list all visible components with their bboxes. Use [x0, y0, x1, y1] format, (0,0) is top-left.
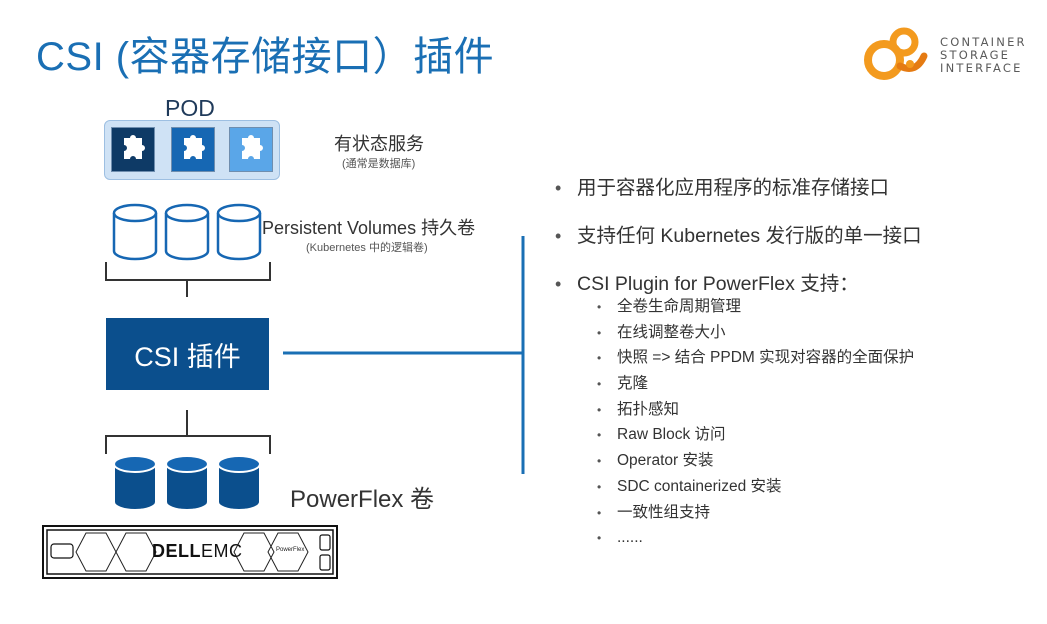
powerflex-volume-icon [217, 455, 261, 511]
logo-line-3: INTERFACE [940, 61, 1023, 75]
powerflex-volume-icon [113, 455, 157, 511]
puzzle-piece-icon [111, 127, 155, 172]
sub-bullet-item: 在线调整卷大小 [595, 322, 1033, 348]
sub-bullet-item: 拓扑感知 [595, 399, 1033, 425]
sub-bullet-item: ...... [595, 527, 1033, 553]
persistent-volumes-sub: (Kubernetes 中的逻辑卷) [306, 242, 428, 254]
sub-bullet-item: 全卷生命周期管理 [595, 296, 1033, 322]
slide-title: CSI (容器存储接口）插件 [36, 35, 495, 79]
bullet-item: 支持任何 Kubernetes 发行版的单一接口 [553, 224, 1033, 272]
csi-plugin-box: CSI 插件 [106, 318, 269, 390]
persistent-volume-icon [216, 203, 262, 261]
bullet-item: 用于容器化应用程序的标准存储接口 [553, 176, 1033, 224]
sub-bullet-list: 全卷生命周期管理 在线调整卷大小 快照 => 结合 PPDM 实现对容器的全面保… [553, 296, 1033, 553]
sub-bullet-item: 快照 => 结合 PPDM 实现对容器的全面保护 [595, 347, 1033, 373]
puzzle-piece-icon [229, 127, 273, 172]
logo-line-1: CONTAINER [940, 35, 1027, 49]
sub-bullet-item: Raw Block 访问 [595, 424, 1033, 450]
sub-bullet-item: Operator 安装 [595, 450, 1033, 476]
sub-bullet-item: SDC containerized 安装 [595, 476, 1033, 502]
stateful-service-label: 有状态服务 [334, 134, 424, 154]
csi-logo-icon [864, 27, 928, 80]
feature-list: 用于容器化应用程序的标准存储接口 支持任何 Kubernetes 发行版的单一接… [553, 176, 1033, 553]
persistent-volumes-label: Persistent Volumes 持久卷 [262, 218, 476, 238]
pod-label: POD [165, 95, 215, 121]
bullet-item: CSI Plugin for PowerFlex 支持： [553, 272, 1033, 320]
stateful-service-sub: (通常是数据库) [342, 158, 416, 170]
powerflex-server-icon [42, 525, 338, 579]
sub-bullet-item: 克隆 [595, 373, 1033, 399]
server-product-label: PowerFlex [276, 547, 305, 553]
powerflex-bracket [105, 410, 271, 454]
logo-line-2: STORAGE [940, 48, 1011, 62]
persistent-volume-icon [164, 203, 210, 261]
pod-container [104, 120, 280, 180]
sub-bullet-item: 一致性组支持 [595, 502, 1033, 528]
puzzle-piece-icon [171, 127, 215, 172]
powerflex-volume-icon [165, 455, 209, 511]
persistent-volume-icon [112, 203, 158, 261]
dellemc-logo: DELLEMC [152, 541, 243, 561]
pv-bracket [105, 262, 271, 297]
powerflex-volume-label: PowerFlex 卷 [290, 486, 435, 513]
